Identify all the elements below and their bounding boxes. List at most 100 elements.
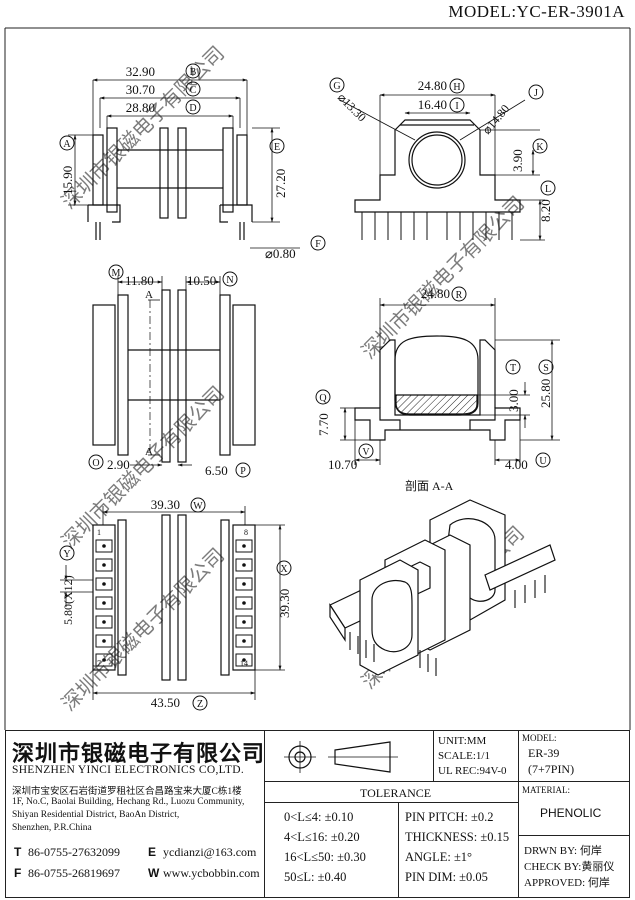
dim-v-tag: V [362,447,370,458]
drawn-by: DRWN BY: 何岸 [524,845,602,857]
dim-z-tag: Z [197,699,203,710]
watermark-text: 深圳市银磁电子有限公司 [57,544,229,716]
dim-j-tag: J [534,88,538,99]
tolerance-vertical-divider [398,802,399,898]
address-en-2: Shiyan Residential District, BaoAn Distr… [12,810,180,820]
dim-y-tag: Y [63,549,70,560]
section-marker-a-bottom: A [145,446,153,458]
tolerance-line-2: 4<L≤16: ±0.20 [284,830,360,844]
dim-n-value: 10.50 [187,273,216,288]
dim-a-value: 15.90 [60,166,75,195]
dim-k-tag: K [536,142,544,153]
pin-hole-left [102,544,106,548]
address-en-3: Shenzhen, P.R.China [12,823,92,833]
title-block-signature-cell [518,835,630,898]
material-label: MATERIAL: [522,785,570,795]
technical-drawing: 深圳市银磁电子有限公司 深圳市银磁电子有限公司 深圳市银磁电子有限公司 深圳市银… [4,27,631,730]
pin-hole-left [102,601,106,605]
dim-k-value: 3.90 [510,149,525,172]
dim-q-value: 7.70 [316,413,331,436]
dim-f-tag: F [315,239,321,250]
section-view [354,335,521,441]
pin-pad-left [95,615,113,629]
dim-g-tag: G [333,81,340,92]
pin-hole-left [102,658,106,662]
dim-x-tag: X [280,564,288,575]
company-name-en: SHENZHEN YINCI ELECTRONICS CO,LTD. [12,764,244,776]
web-label: W [148,866,160,880]
scale-text: SCALE:1/1 [438,750,490,762]
tolerance-title: TOLERANCE [360,786,432,800]
dim-w-tag: W [193,501,203,512]
dim-o-value: 2.90 [107,457,130,472]
pin-pad-left [95,653,113,667]
fax-label: F [14,866,22,880]
dim-f-value: ⌀0.80 [265,246,296,261]
dim-j-value: ⌀14.80 [480,102,513,137]
model-label: MODEL: [522,733,557,743]
dim-q-tag: Q [319,393,327,404]
pin-number-7: 7 [97,659,101,668]
pin-hole-right [242,544,246,548]
dim-t-tag: T [510,363,516,374]
dim-c-value: 30.70 [126,82,155,97]
dim-v-value: 10.70 [328,457,357,472]
dim-u-value: 4.00 [505,457,528,472]
dim-u-tag: U [539,456,547,467]
address-en-1: 1F, No.C, Baolai Building, Hechang Rd., … [12,797,245,807]
dim-l-value: 8.20 [538,199,553,222]
pin-pad-right [235,558,253,572]
dim-e-value: 27.20 [273,169,288,198]
section-marker-a-top: A [145,289,153,301]
pin-pad-right [235,596,253,610]
pin-pad-left [95,539,113,553]
dim-a-tag: A [63,139,71,150]
pin-hole-right [242,658,246,662]
pin-hole-right [242,582,246,586]
dim-x-value: 39.30 [277,589,292,618]
email-value: ycdianzi@163.com [163,845,257,859]
dim-o-tag: O [92,458,99,469]
fax-value: 86-0755-26819697 [28,866,120,880]
dim-b-tag: B [190,67,197,78]
pin-hole-right [242,563,246,567]
pin-hole-right [242,601,246,605]
pin-view [92,514,256,681]
pin-hole-left [102,639,106,643]
dim-s-value: 25.80 [538,379,553,408]
pin-hole-right [242,620,246,624]
end-view [354,119,521,213]
dim-p-value: 6.50 [205,463,228,478]
dim-n-tag: N [226,275,233,286]
model-value-2: (7+7PIN) [528,762,575,776]
pin-number-8: 8 [244,528,248,537]
pin-hole-right [242,639,246,643]
tolerance-line-7: ANGLE: ±1° [405,850,473,864]
tolerance-line-1: 0<L≤4: ±0.10 [284,810,354,824]
section-label: 剖面 A-A [405,479,454,493]
tolerance-divider [264,802,519,803]
pin-hole-left [102,582,106,586]
tolerance-line-4: 50≤L: ±0.40 [284,870,347,884]
dim-b-value: 32.90 [126,64,155,79]
pin-pad-left [95,558,113,572]
dim-p-tag: P [240,466,246,477]
dim-d-tag: D [189,103,196,114]
tel-label: T [14,845,22,859]
isometric-view [329,499,556,676]
pin-mark-group [95,539,253,667]
pin-pad-right [235,615,253,629]
dim-h-tag: H [453,82,460,93]
watermark-text: 深圳市银磁电子有限公司 [357,192,529,364]
model-value-1: ER-39 [528,746,560,760]
dim-r-tag: R [456,290,463,301]
top-view [92,289,256,463]
approved-by: APPROVED: 何岸 [524,877,610,889]
tolerance-line-8: PIN DIM: ±0.05 [405,870,488,884]
ul-rec-text: UL REC:94V-0 [438,765,507,777]
checked-by: CHECK BY:黄丽仪 [524,861,615,873]
dim-w-value: 39.30 [151,497,180,512]
pin-hole-left [102,620,106,624]
tolerance-line-5: PIN PITCH: ±0.2 [405,810,494,824]
dim-m-tag: M [112,268,121,279]
